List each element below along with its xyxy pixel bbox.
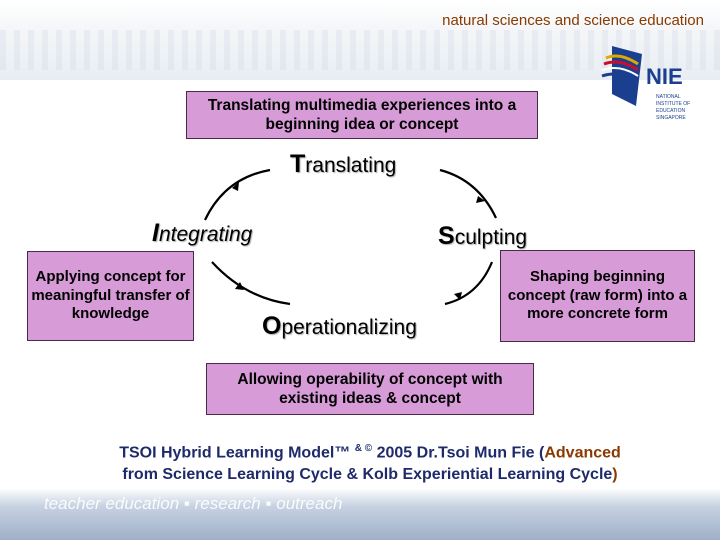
stage-sculpting: Sculpting: [438, 222, 528, 250]
svg-text:NATIONAL: NATIONAL: [656, 94, 681, 100]
arc-translating-to-sculpting: [439, 168, 497, 219]
header-band: [0, 0, 720, 80]
arc-sculpting-to-operational: [444, 261, 494, 306]
header-caption: natural sciences and science education: [442, 12, 704, 29]
operating-box: Allowing operability of concept with exi…: [206, 363, 534, 415]
applying-box: Applying concept for meaningful transfer…: [27, 251, 194, 341]
svg-text:SINGAPORE: SINGAPORE: [656, 115, 686, 121]
model-credit: TSOI Hybrid Learning Model™ & © 2005 Dr.…: [119, 443, 621, 483]
shaping-box: Shaping beginning concept (raw form) int…: [500, 250, 695, 342]
logo-text: NIE: [646, 64, 683, 89]
svg-text:EDUCATION: EDUCATION: [656, 108, 685, 114]
stage-integrating: Integrating: [152, 219, 253, 247]
svg-text:INSTITUTE OF: INSTITUTE OF: [656, 101, 690, 107]
nie-logo-graphic: NIE NATIONAL INSTITUTE OF EDUCATION SING…: [601, 46, 690, 121]
nie-logo: NIE NATIONAL INSTITUTE OF EDUCATION SING…: [598, 44, 702, 134]
stage-translating: Translating: [290, 150, 397, 178]
arc-integrating-to-translating: [204, 168, 271, 221]
arc-operational-to-integrating: [211, 261, 291, 306]
footer-band: [0, 488, 720, 540]
footer-tagline: teacher education ▪ research ▪ outreach: [44, 494, 343, 513]
stage-operationalizing: Operationalizing: [262, 312, 417, 340]
translating-box: Translating multimedia experiences into …: [186, 91, 538, 139]
